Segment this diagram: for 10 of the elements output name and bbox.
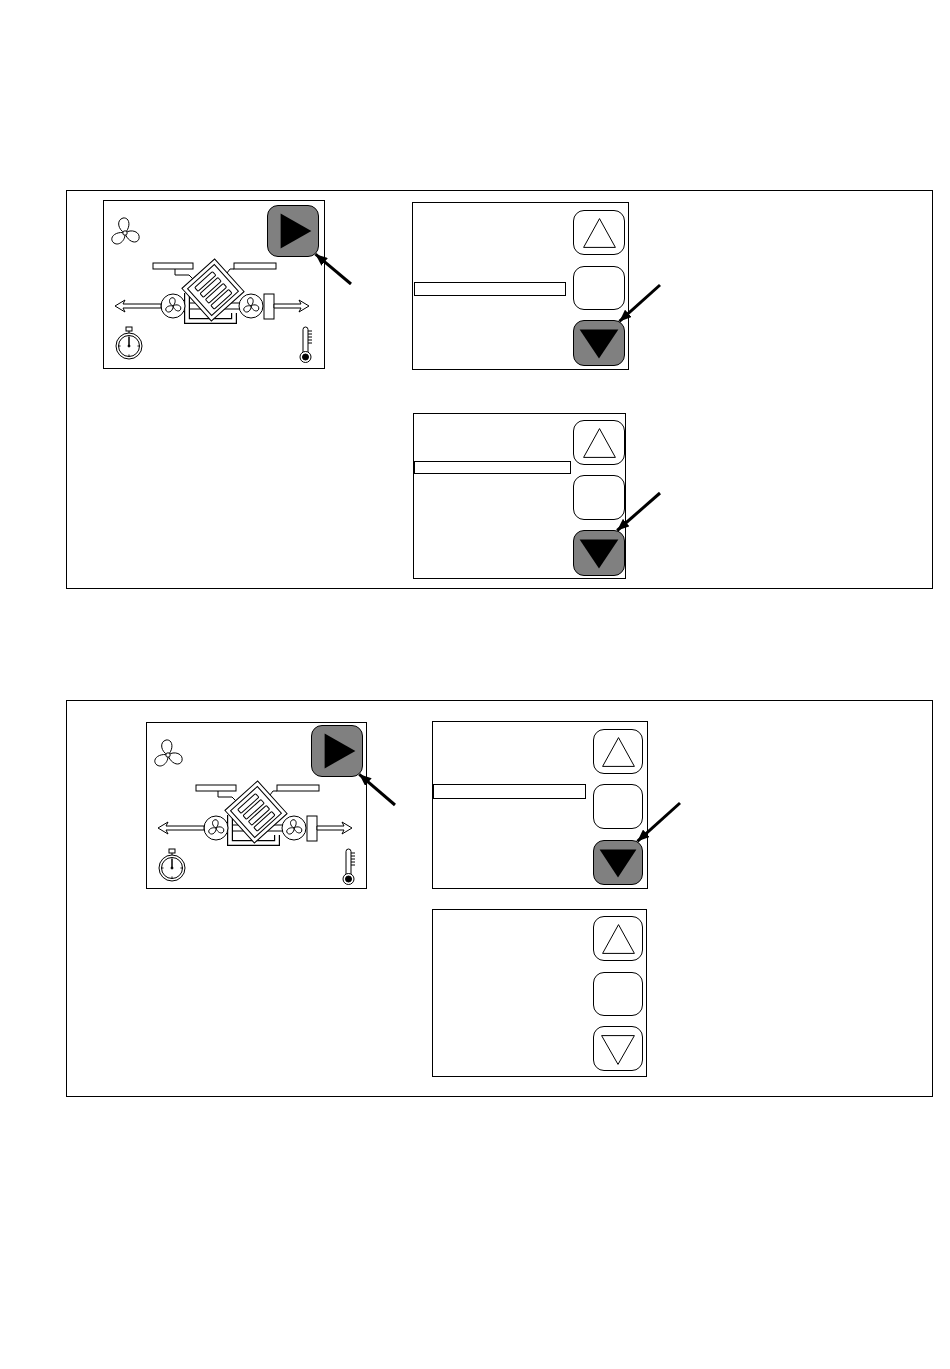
- down-button: [593, 840, 643, 885]
- pointer-arrow: [616, 491, 661, 532]
- pointer-arrow: [314, 253, 352, 286]
- play-button: [267, 205, 319, 257]
- pointer-arrow: [358, 773, 396, 807]
- down-button: [573, 320, 625, 366]
- pointer-arrow: [618, 283, 661, 323]
- pointer-arrow: [636, 801, 681, 843]
- play-button: [311, 725, 363, 777]
- down-button: [573, 530, 625, 576]
